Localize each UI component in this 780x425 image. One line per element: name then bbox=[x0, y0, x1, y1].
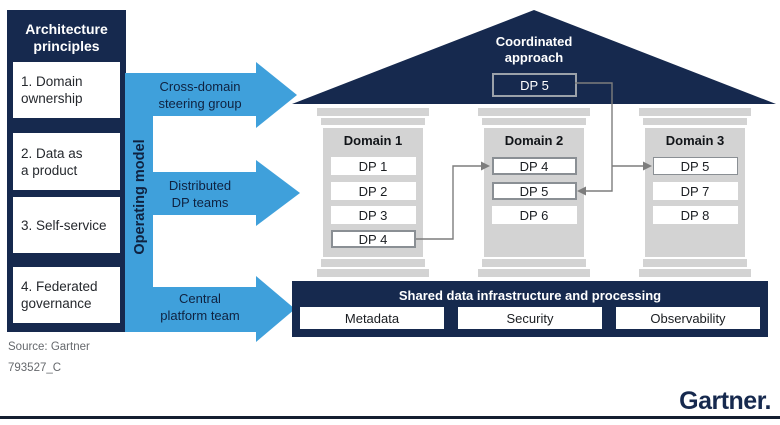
arrow-body-central bbox=[125, 287, 256, 332]
roof-dp5-box: DP 5 bbox=[492, 73, 577, 97]
domain-3-header: Domain 3 bbox=[665, 133, 725, 148]
label-distributed-dp-teams: Distributed DP teams bbox=[168, 178, 232, 210]
domain-1-header: Domain 1 bbox=[343, 133, 403, 148]
infrastructure-components: Metadata Security Observability bbox=[300, 307, 760, 329]
dp-box: DP 1 bbox=[330, 157, 416, 175]
pillar-capital bbox=[639, 108, 751, 116]
dp-box: DP 6 bbox=[491, 206, 577, 224]
pillar-shaft: Domain 1 DP 1 DP 2 DP 3 DP 4 bbox=[323, 128, 423, 257]
dp-box-highlighted: DP 5 bbox=[652, 157, 738, 175]
architecture-principles-title: Architecture principles bbox=[25, 21, 108, 54]
arrow-right-icon bbox=[256, 160, 300, 226]
pillar-capital bbox=[643, 118, 747, 125]
pillar-base bbox=[639, 269, 751, 277]
label-cross-domain-steering-group: Cross-domain steering group bbox=[158, 79, 242, 111]
shared-infrastructure-title: Shared data infrastructure and processin… bbox=[398, 288, 662, 303]
bottom-rule bbox=[0, 416, 780, 419]
pillar-base bbox=[478, 269, 590, 277]
coordinated-approach-title: Coordinated approach bbox=[495, 34, 573, 65]
pillar-domain-2: Domain 2 DP 4 DP 5 DP 6 bbox=[477, 108, 591, 278]
dp-box: DP 2 bbox=[330, 182, 416, 200]
pillar-base bbox=[321, 259, 425, 267]
label-central-platform-team: Central platform team bbox=[160, 291, 240, 323]
dp-box: DP 8 bbox=[652, 206, 738, 224]
gartner-logo: Gartner. bbox=[679, 387, 771, 415]
pillar-shaft: Domain 3 DP 5 DP 7 DP 8 bbox=[645, 128, 745, 257]
dp-box-highlighted: DP 4 bbox=[330, 230, 416, 248]
arrow-body-cross-domain bbox=[125, 73, 256, 116]
pillar-capital bbox=[321, 118, 425, 125]
infra-metadata-box: Metadata bbox=[300, 307, 444, 329]
figure-id: 793527_C bbox=[8, 362, 62, 374]
pillar-capital bbox=[317, 108, 429, 116]
operating-model-label: Operating model bbox=[132, 139, 148, 255]
pillar-domain-3: Domain 3 DP 5 DP 7 DP 8 bbox=[638, 108, 752, 278]
pillar-capital bbox=[478, 108, 590, 116]
pillar-base bbox=[482, 259, 586, 267]
arrow-right-icon bbox=[256, 276, 295, 342]
principle-data-as-a-product: 2. Data as a product bbox=[13, 133, 120, 190]
pillar-shaft: Domain 2 DP 4 DP 5 DP 6 bbox=[484, 128, 584, 257]
architecture-principles-panel: Architecture principles 1. Domain owners… bbox=[7, 10, 126, 332]
dp-box: DP 7 bbox=[652, 182, 738, 200]
infra-observability-box: Observability bbox=[616, 307, 760, 329]
dp-box: DP 3 bbox=[330, 206, 416, 224]
arrow-body-distributed bbox=[125, 172, 256, 215]
dp-box-highlighted: DP 4 bbox=[491, 157, 577, 175]
arrow-right-icon bbox=[256, 62, 297, 128]
dp-box-highlighted: DP 5 bbox=[491, 182, 577, 200]
infra-security-box: Security bbox=[458, 307, 602, 329]
source-note: Source: Gartner bbox=[8, 341, 90, 353]
domain-2-header: Domain 2 bbox=[504, 133, 564, 148]
pillar-capital bbox=[482, 118, 586, 125]
principle-federated-governance: 4. Federated governance bbox=[13, 267, 120, 323]
principle-domain-ownership: 1. Domain ownership bbox=[13, 62, 120, 118]
principle-self-service: 3. Self-service bbox=[13, 197, 120, 253]
shared-infrastructure-bar: Shared data infrastructure and processin… bbox=[292, 281, 768, 337]
pillar-base bbox=[643, 259, 747, 267]
pillar-base bbox=[317, 269, 429, 277]
pillar-domain-1: Domain 1 DP 1 DP 2 DP 3 DP 4 bbox=[316, 108, 430, 278]
